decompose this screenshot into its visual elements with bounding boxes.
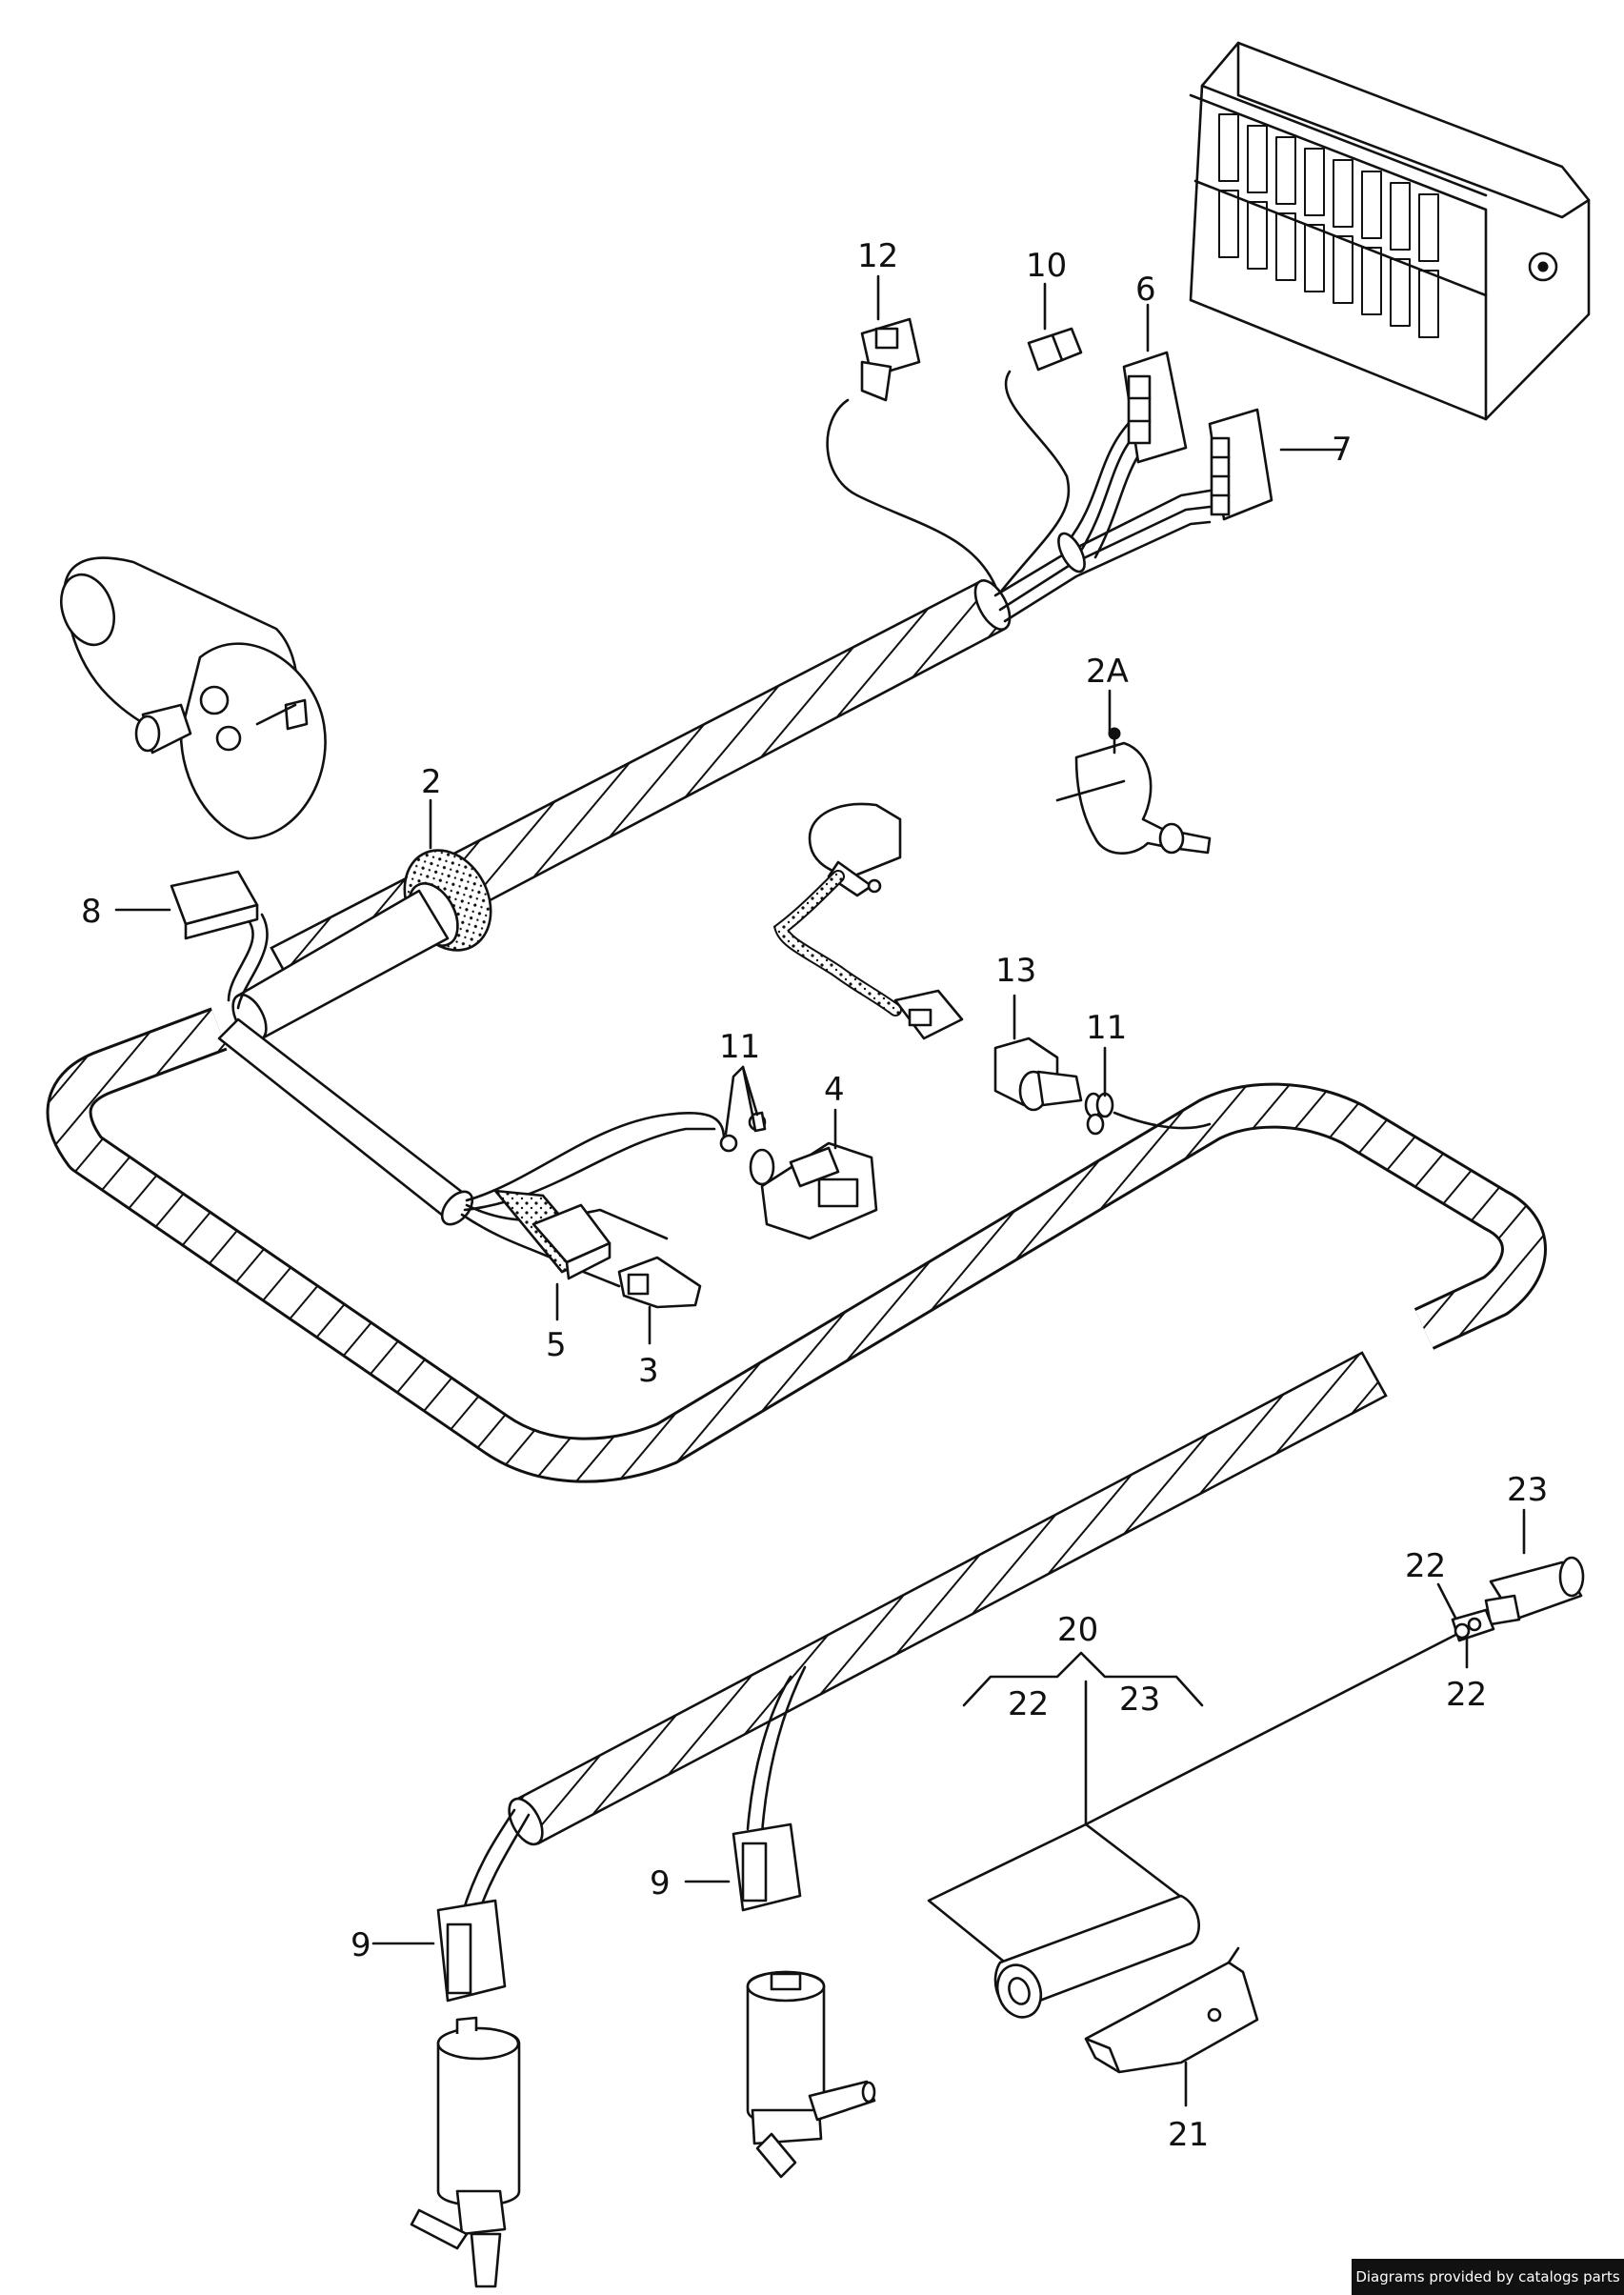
callout-22-bottom: 22 — [1446, 1676, 1487, 1714]
wire-to-connector-8b — [236, 913, 269, 1010]
connector-9-upper — [732, 1822, 802, 1912]
connector-3 — [617, 1256, 702, 1309]
lower-harness-trunk — [508, 1351, 1388, 1846]
callout-6: 6 — [1135, 271, 1156, 309]
harness-tube-inner — [217, 1017, 474, 1226]
callout-11-left: 11 — [719, 1028, 760, 1066]
connector-6 — [1122, 351, 1188, 464]
terminals-22 — [1451, 1608, 1495, 1642]
callout-8: 8 — [81, 893, 102, 931]
clip-11-right — [1084, 1092, 1114, 1136]
callout-20: 20 — [1057, 1611, 1098, 1649]
washer-pump-left — [410, 2016, 521, 2288]
callout-12: 12 — [857, 237, 898, 275]
footer-credit: Diagrams provided by catalogs parts — [1352, 2259, 1624, 2295]
callout-4: 4 — [824, 1071, 845, 1109]
callout-21: 21 — [1168, 2116, 1209, 2154]
callout-3: 3 — [638, 1352, 659, 1390]
relay-carrier-box — [1189, 41, 1591, 421]
connector-7 — [1208, 408, 1273, 521]
connector-9-lower — [436, 1899, 507, 2003]
callout-2A: 2A — [1086, 653, 1129, 691]
callout-23-bracket: 23 — [1119, 1681, 1160, 1719]
callout-20-bracket — [962, 1651, 1204, 1826]
connector-5 — [491, 1189, 612, 1280]
connector-23 — [1484, 1556, 1585, 1626]
callout-10: 10 — [1026, 247, 1067, 285]
connector-4 — [749, 1141, 878, 1240]
branch-wires-top — [826, 370, 1212, 623]
callout-labels: 12 10 6 7 2A 2 8 13 11 11 4 5 3 23 22 20… — [81, 237, 1548, 2154]
connector-13 — [993, 1037, 1083, 1112]
callout-2: 2 — [421, 763, 442, 801]
callout-9-lower: 9 — [351, 1926, 371, 1964]
wiper-motor — [60, 556, 327, 840]
callout-22-top: 22 — [1405, 1547, 1446, 1585]
clip-2A — [1055, 727, 1212, 855]
loop-harness — [46, 1007, 1547, 1483]
repair-wire-set — [927, 1627, 1469, 2019]
harness-tube-2 — [231, 889, 450, 1042]
wire-to-clip-11 — [1113, 1111, 1212, 1130]
branch-tape-band — [1057, 532, 1086, 574]
connector-10 — [1027, 327, 1083, 372]
leader-lines — [114, 274, 1526, 2107]
callout-9-upper: 9 — [650, 1864, 671, 1902]
washer-pump-right — [746, 1970, 876, 2179]
callout-11-right: 11 — [1086, 1009, 1127, 1047]
clip-11-left — [719, 1111, 767, 1153]
bracket-21 — [1084, 1946, 1259, 2074]
callout-22-bracket: 22 — [1008, 1685, 1049, 1723]
callout-13: 13 — [995, 952, 1036, 990]
lamp-switch — [772, 802, 964, 1040]
callout-7: 7 — [1332, 431, 1353, 469]
connector-12 — [860, 317, 921, 402]
callout-5: 5 — [546, 1326, 567, 1364]
connector-8 — [170, 870, 259, 940]
callout-23-top: 23 — [1507, 1471, 1548, 1509]
